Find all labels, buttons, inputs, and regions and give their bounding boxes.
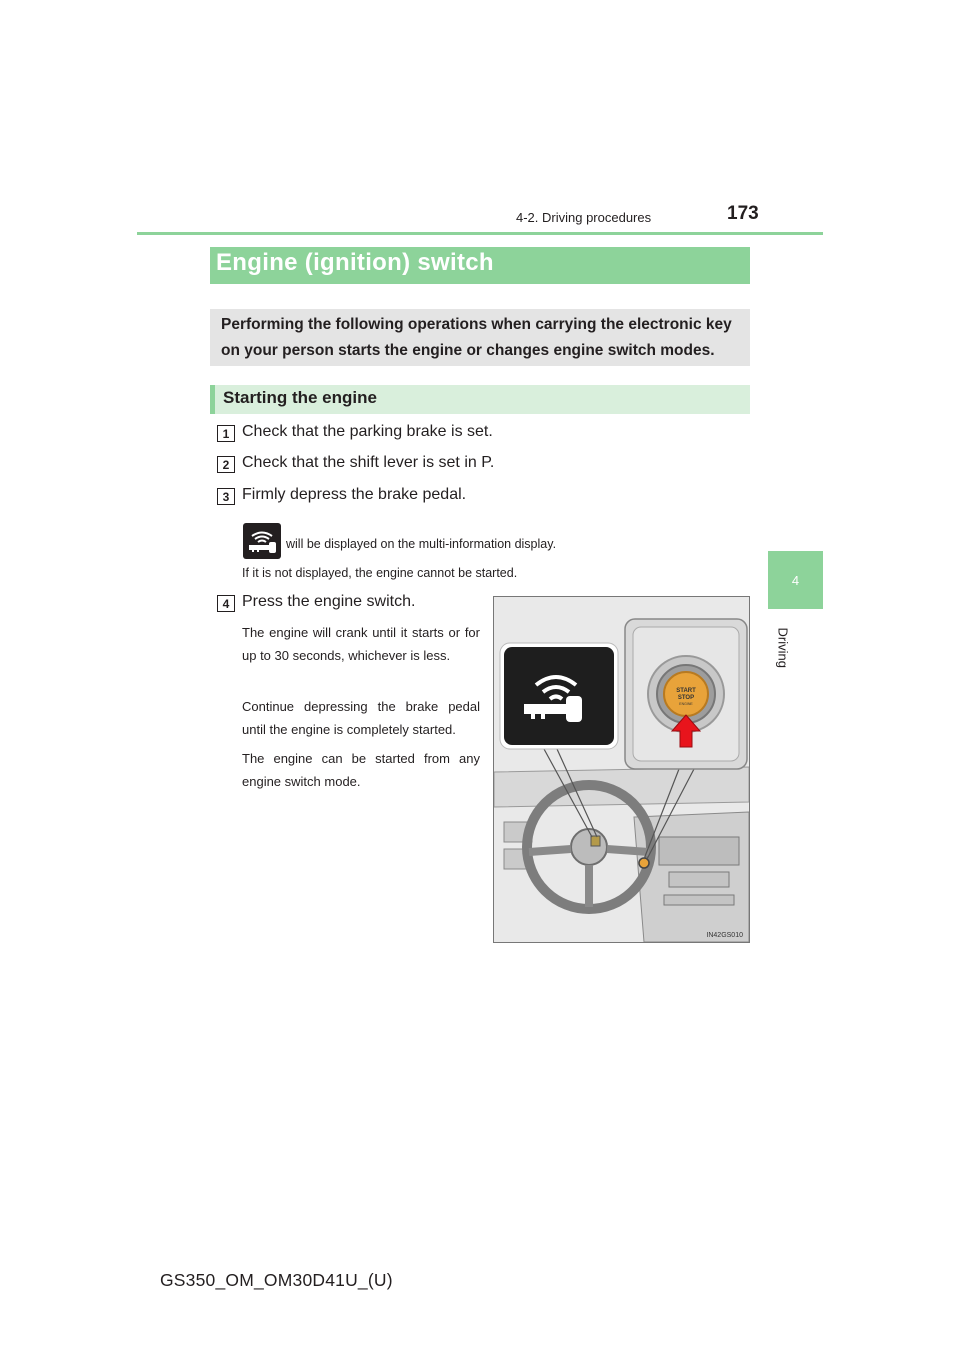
page-title: Engine (ignition) switch bbox=[216, 249, 494, 276]
button-label-start: START bbox=[676, 688, 696, 694]
step-text-2: Check that the shift lever is set in P. bbox=[242, 454, 495, 471]
step-text-3: Firmly depress the brake pedal. bbox=[242, 486, 467, 503]
step-text-1: Check that the parking brake is set. bbox=[242, 423, 493, 440]
step4-paragraph-1: The engine will crank until it starts or… bbox=[242, 625, 480, 663]
step4-paragraph-3: The engine can be started from any engin… bbox=[242, 751, 480, 789]
chapter-tab: 4 bbox=[768, 551, 823, 609]
button-label-engine: ENGINE bbox=[679, 702, 693, 706]
figure-code: IN42GS010 bbox=[706, 932, 743, 939]
step-number-4: 4 bbox=[217, 595, 235, 612]
not-displayed-note: If it is not displayed, the engine canno… bbox=[242, 566, 518, 580]
footer-document-code: GS350_OM_OM30D41U_(U) bbox=[160, 1270, 393, 1290]
step-text-4: Press the engine switch. bbox=[242, 593, 416, 610]
button-label-stop: STOP bbox=[678, 695, 694, 701]
key-indicator-note: will be displayed on the multi-informati… bbox=[286, 537, 557, 551]
page-number: 173 bbox=[727, 203, 759, 224]
header-section-title: 4-2. Driving procedures bbox=[516, 210, 652, 225]
intro-text: Performing the following operations when… bbox=[221, 316, 732, 359]
chapter-side-label: Driving bbox=[775, 627, 791, 668]
step-number-3: 3 bbox=[217, 488, 235, 505]
electronic-key-indicator-icon bbox=[243, 523, 281, 559]
title-band bbox=[210, 247, 750, 284]
subsection-accent bbox=[210, 385, 215, 414]
step4-paragraph-2: Continue depressing the brake pedal unti… bbox=[242, 699, 480, 737]
header-divider bbox=[137, 232, 823, 235]
subsection-band bbox=[210, 385, 750, 414]
subsection-title: Starting the engine bbox=[223, 388, 377, 407]
step-number-2: 2 bbox=[217, 456, 235, 473]
intro-box bbox=[210, 309, 750, 366]
engine-switch-illustration: START STOP ENGINE IN42GS010 bbox=[493, 596, 750, 943]
step-number-1: 1 bbox=[217, 425, 235, 442]
